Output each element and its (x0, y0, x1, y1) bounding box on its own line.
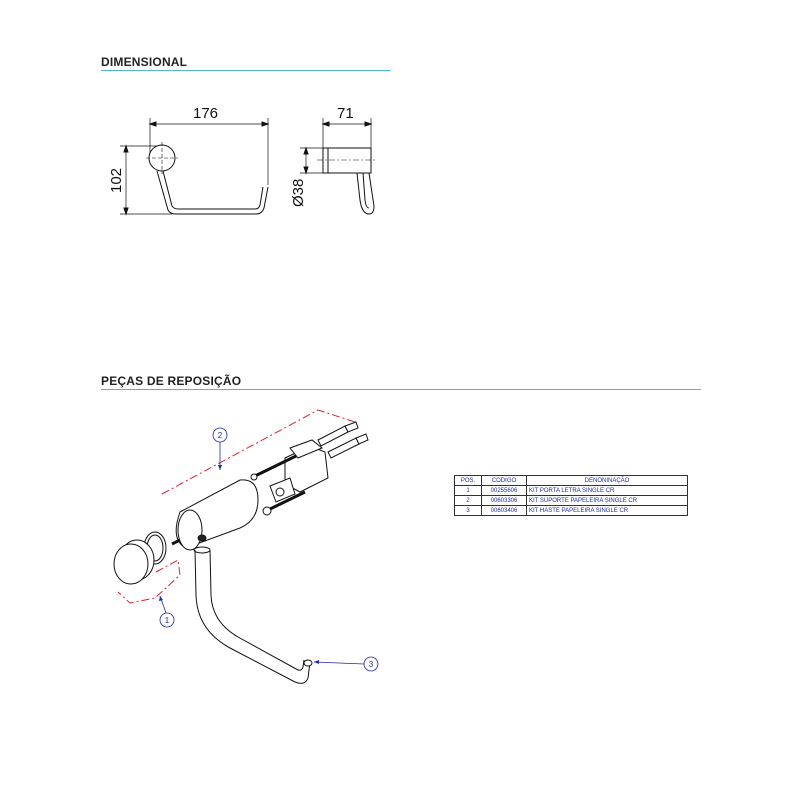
table-row: 2 00603306 KIT SUPORTE PAPELEIRA SINGLE … (454, 495, 688, 506)
cell-pos: 2 (454, 495, 482, 506)
front-view (120, 118, 270, 216)
callout-label-3: 3 (369, 660, 374, 669)
part-bracket (269, 439, 329, 503)
col-header-pos: POS. (454, 475, 482, 486)
dimensional-rule (101, 70, 391, 71)
col-header-code: CODIGO (481, 475, 527, 486)
part-cylinder (175, 479, 259, 551)
dim-depth-label: 71 (337, 105, 354, 122)
callout-bubble-2 (212, 427, 228, 443)
part-cap (113, 531, 167, 585)
cell-name: KIT SUPORTE PAPELEIRA SINGLE CR (526, 495, 688, 506)
cell-pos: 1 (454, 485, 482, 496)
cell-code: 00255606 (481, 485, 527, 496)
dimensional-title: DIMENSIONAL (101, 55, 188, 69)
callout-label-1: 1 (165, 616, 170, 625)
col-header-name: DENONINAÇÃO (526, 475, 688, 486)
cell-code: 00603406 (481, 505, 527, 516)
parts-title: PEÇAS DE REPOSIÇÃO (101, 374, 242, 388)
cell-code: 00603306 (481, 495, 527, 506)
part-screws (171, 454, 306, 546)
table-row: 1 00255606 KIT PORTA LETRA SINGLE CR (454, 485, 688, 496)
dim-width-label: 176 (193, 105, 218, 122)
part-wall-plugs (317, 421, 369, 459)
parts-rule (101, 389, 701, 390)
dim-height-label: 102 (108, 168, 125, 193)
parts-table: POS. CODIGO DENONINAÇÃO 1 00255606 KIT P… (454, 475, 688, 516)
group-outline-2 (161, 409, 356, 495)
callout-label-2: 2 (218, 431, 223, 440)
cell-name: KIT PORTA LETRA SINGLE CR (526, 485, 688, 496)
callout-bubble-1 (159, 612, 175, 628)
dim-diameter-label: Ø38 (290, 179, 307, 207)
parts-table-header: POS. CODIGO DENONINAÇÃO (454, 475, 688, 486)
side-view (300, 118, 377, 215)
cell-pos: 3 (454, 505, 482, 516)
exploded-view: 2 1 3 (113, 409, 379, 684)
cell-name: KIT HASTE PAPELEIRA SINGLE CR (526, 505, 688, 516)
table-row: 3 00603406 KIT HASTE PAPELEIRA SINGLE CR (454, 505, 688, 516)
callout-bubble-3 (363, 656, 379, 672)
leader-3 (313, 661, 365, 665)
group-outline-1 (117, 559, 181, 604)
part-rod (193, 546, 313, 684)
